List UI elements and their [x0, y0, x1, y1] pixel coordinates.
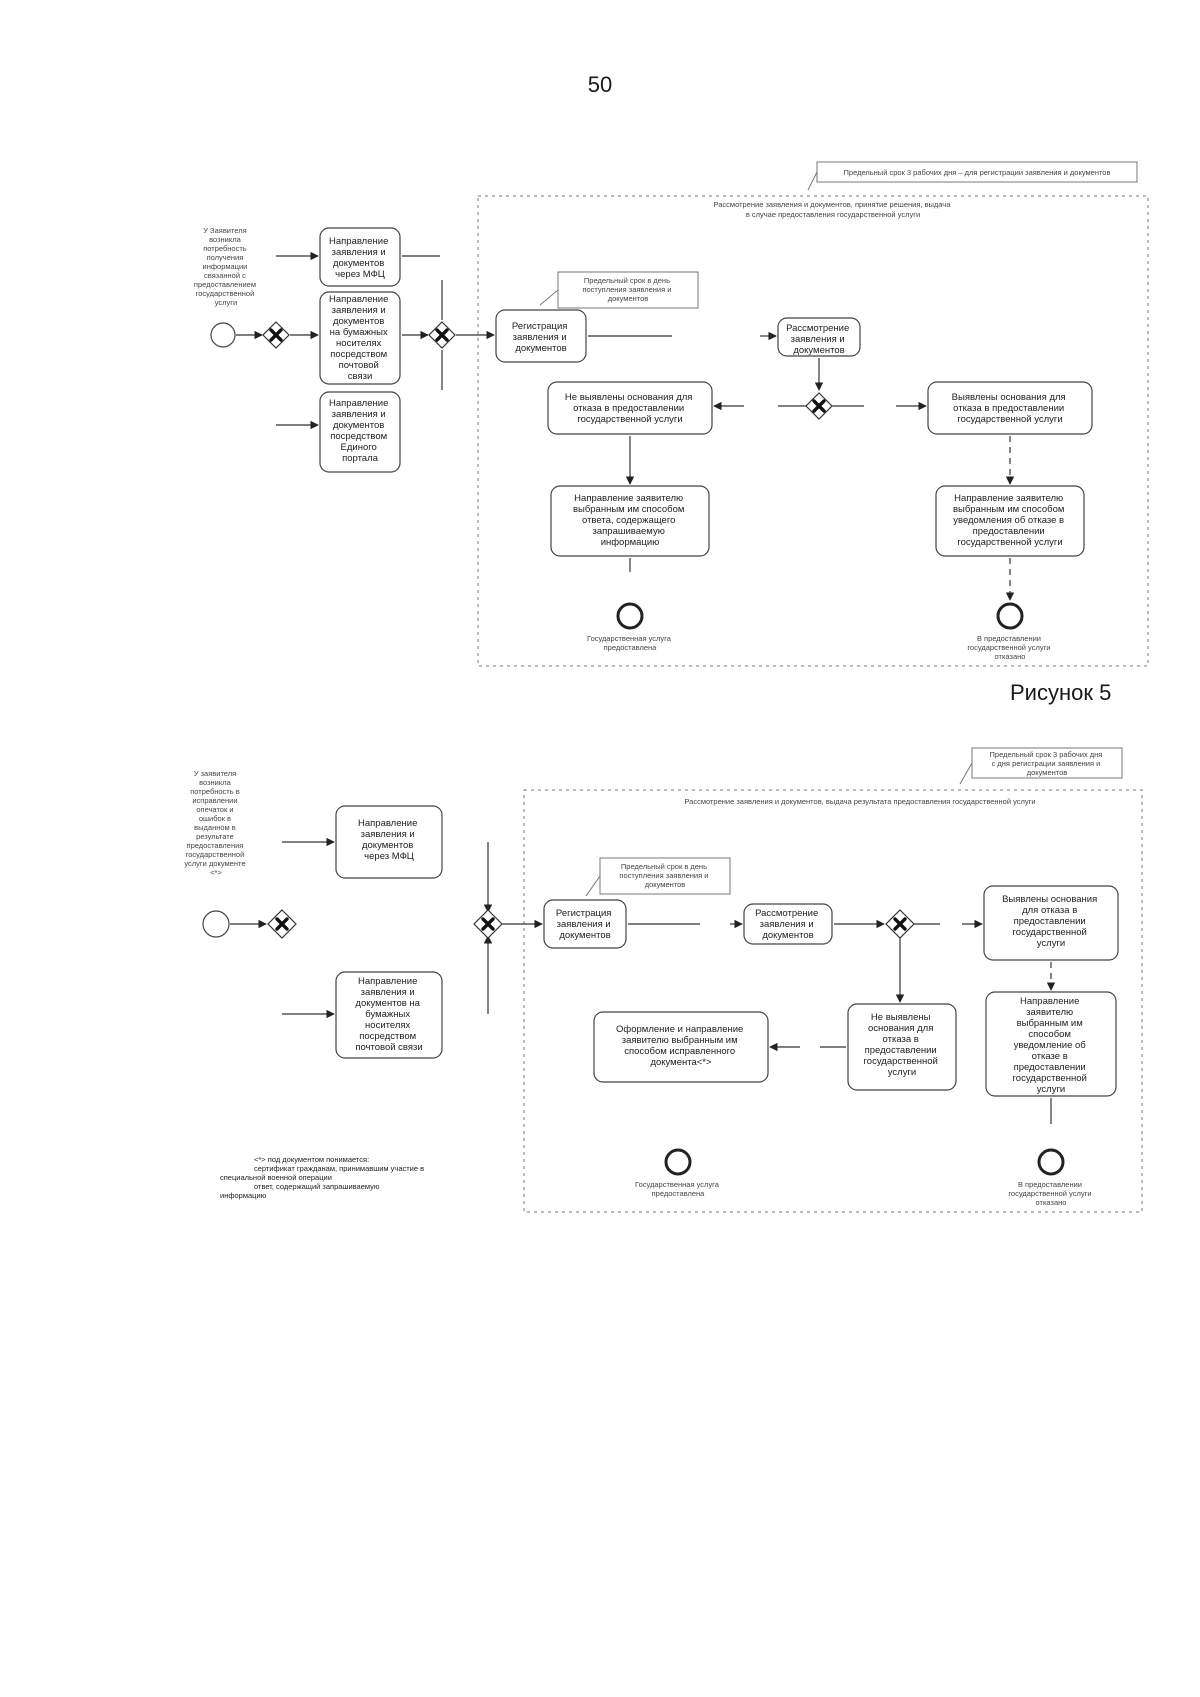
d2-lane-title: Рассмотрение заявления и документов, выд…	[684, 797, 1035, 806]
page-number: 50	[587, 72, 613, 97]
d2-footnote: <*> под документом понимается: сертифика…	[220, 1155, 426, 1200]
figure-caption: Рисунок 5	[1010, 680, 1112, 705]
d2-task-submit-mail: Направление заявления и документов на бу…	[335, 971, 443, 1059]
d1-start-label: У Заявителя возникла потребность получен…	[194, 226, 258, 307]
d2-task-review: Рассмотрение заявления и документов	[743, 903, 833, 945]
svg-text:Направление заявления: Направление заявления и документов через…	[358, 818, 420, 862]
d1-task-submit-mail: Направление заявления и документов на бу…	[319, 291, 401, 385]
d1-lane-title: Рассмотрение заявления и документов, при…	[714, 200, 953, 219]
svg-text:Не выявлены основания для: Не выявлены основания для отказа в предо…	[565, 392, 695, 425]
svg-text:Оформление и направление: Оформление и направление заявителю выбра…	[616, 1024, 746, 1068]
svg-text:Рассмотрение заявления: Рассмотрение заявления и документов	[786, 323, 852, 356]
d1-gateway-1	[262, 321, 290, 349]
d1-end-event-ok	[616, 602, 644, 630]
d2-grounds: Выявлены основания для отказа в предоста…	[983, 885, 1119, 961]
d1-task-send-refusal: Направление заявителю выбранным им спосо…	[935, 485, 1085, 557]
svg-text:Направление заявления: Направление заявления и документов посре…	[329, 398, 391, 464]
svg-text:Регистрация заявления: Регистрация заявления и документов	[556, 908, 614, 941]
d1-task-submit-portal: Направление заявления и документов посре…	[319, 391, 401, 473]
svg-text:Направление заявителю: Направление заявителю выбранным им спосо…	[953, 493, 1067, 548]
svg-text:Выявлены основания для: Выявлены основания для отказа в предоста…	[952, 392, 1069, 425]
diagram-2: Предельный срок 3 рабочих дня с дня реги…	[184, 747, 1143, 1213]
diagram-1: Предельный срок 3 рабочих дня – для реги…	[194, 161, 1149, 667]
d1-registration-note: Предельный срок в день поступления заявл…	[582, 276, 673, 303]
d2-start-event	[202, 910, 230, 938]
d2-no-grounds: Не выявлены основания для отказа в предо…	[847, 1003, 957, 1091]
svg-text:Направление заявления: Направление заявления и документов на бу…	[329, 294, 391, 382]
svg-text:Направление заявителю: Направление заявителю выбранным им спосо…	[1013, 996, 1090, 1095]
d1-task-submit-mfc: Направление заявления и документов через…	[319, 227, 401, 287]
d2-task-registration: Регистрация заявления и документов	[543, 899, 627, 949]
d2-gateway-1	[267, 909, 297, 939]
d1-gateway-3	[805, 392, 833, 420]
d1-end-refused-label: В предоставлении государственной услуги …	[967, 634, 1052, 661]
d2-end-event-refused	[1037, 1148, 1065, 1176]
d1-no-grounds: Не выявлены основания для отказа в предо…	[547, 381, 713, 435]
d2-task-send-refusal: Направление заявителю выбранным им спосо…	[985, 991, 1117, 1097]
d2-start-label: У заявителя возникла потребность в испра…	[184, 769, 247, 877]
d1-start-event	[210, 322, 236, 348]
d2-end-refused-label: В предоставлении государственной услуги …	[1008, 1180, 1093, 1207]
d1-gateway-2	[428, 321, 456, 349]
svg-text:Направление заявления: Направление заявления и документов через…	[329, 236, 391, 280]
d2-task-send-corrected: Оформление и направление заявителю выбра…	[593, 1011, 769, 1083]
svg-text:Регистрация заявления: Регистрация заявления и документов	[512, 321, 570, 354]
d2-gateway-3	[885, 909, 915, 939]
svg-text:Рассмотрение заявления: Рассмотрение заявления и документов	[755, 908, 821, 941]
d1-swimlane	[477, 195, 1149, 667]
d2-time-note: Предельный срок 3 рабочих дня с дня реги…	[990, 750, 1105, 777]
svg-text:Направление заявителю: Направление заявителю выбранным им спосо…	[573, 493, 687, 548]
d1-task-registration: Регистрация заявления и документов	[495, 309, 587, 363]
d1-end-ok-label: Государственная услуга предоставлена	[587, 634, 673, 652]
svg-text:Направление заявления: Направление заявления и документов на бу…	[355, 976, 422, 1053]
d2-end-event-ok	[664, 1148, 692, 1176]
d2-task-submit-mfc: Направление заявления и документов через…	[335, 805, 443, 879]
d2-end-ok-label: Государственная услуга предоставлена	[635, 1180, 721, 1198]
d1-task-review: Рассмотрение заявления и документов	[777, 317, 861, 357]
d1-time-note: Предельный срок 3 рабочих дня – для реги…	[844, 168, 1111, 177]
d2-registration-note: Предельный срок в день поступления заявл…	[619, 862, 710, 889]
d1-end-event-refused	[996, 602, 1024, 630]
d1-grounds: Выявлены основания для отказа в предоста…	[927, 381, 1093, 435]
d2-gateway-2	[473, 909, 503, 939]
d1-task-send-answer: Направление заявителю выбранным им спосо…	[550, 485, 710, 557]
svg-text:Не выявлены основания: Не выявлены основания для отказа в предо…	[864, 1012, 941, 1078]
svg-text:Выявлены основания для: Выявлены основания для отказа в предоста…	[1002, 894, 1100, 949]
